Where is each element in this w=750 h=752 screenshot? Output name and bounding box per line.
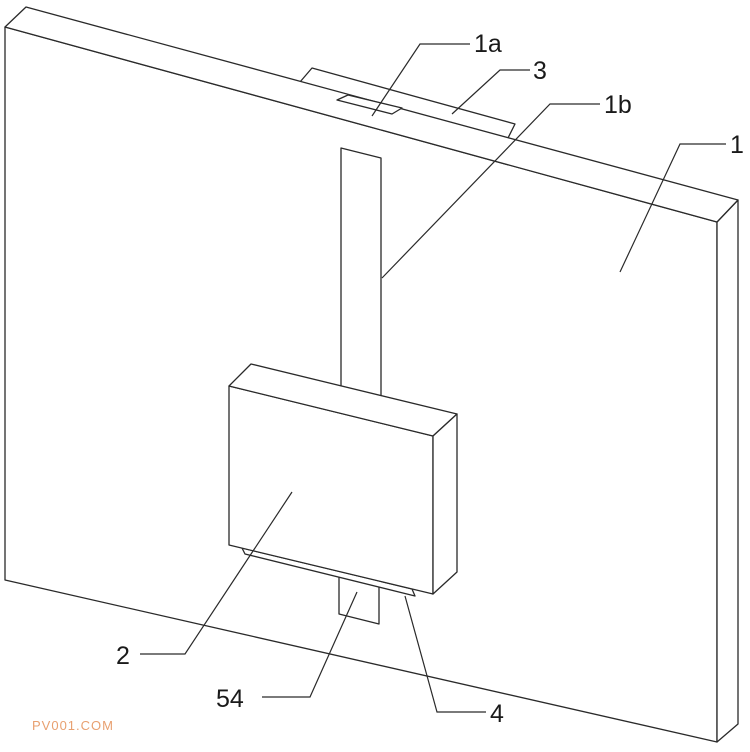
label-bottom-strip: 4 (490, 700, 504, 728)
top-opening (336, 94, 403, 115)
label-opening: 1a (474, 30, 502, 58)
leader-1b (381, 103, 600, 279)
box-right-face (432, 413, 458, 595)
label-top-bracket: 3 (533, 57, 547, 85)
plate-right-edge (716, 199, 739, 743)
leader-2 (140, 491, 293, 655)
watermark: PV001.COM (32, 718, 114, 733)
leader-1a (371, 43, 470, 117)
label-box: 2 (116, 642, 130, 670)
leader-54 (262, 591, 358, 698)
leader-3 (451, 69, 530, 115)
label-slider: 54 (216, 685, 244, 713)
leader-1 (619, 143, 726, 273)
vertical-slot (340, 147, 382, 401)
label-slot: 1b (604, 91, 632, 119)
plate-top-edge (4, 6, 739, 223)
leader-4 (404, 595, 486, 713)
label-plate: 1 (730, 131, 744, 159)
